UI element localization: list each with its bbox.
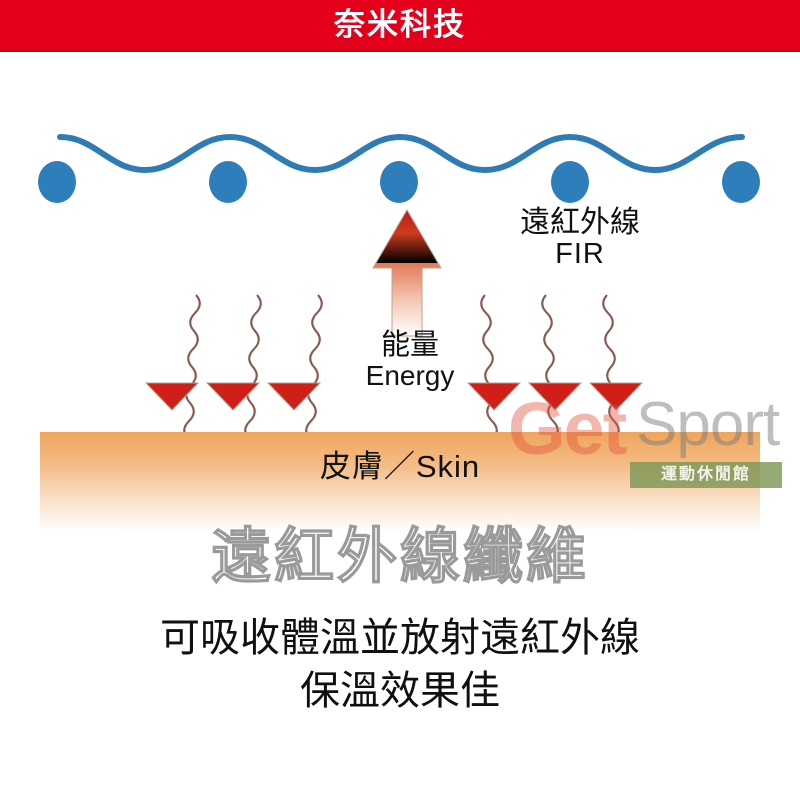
description-line-2: 保溫效果佳: [300, 668, 500, 713]
fiber-dot: [380, 161, 418, 203]
ray-right-heads: [466, 382, 644, 411]
outline-headline: 遠紅外線纖維: [210, 523, 589, 590]
banner-title: 奈米科技: [334, 7, 466, 42]
fir-label-zh: 遠紅外線: [520, 206, 640, 239]
fir-label-en: FIR: [555, 238, 605, 271]
energy-label: 能量 Energy: [335, 329, 485, 392]
ray-wave: [541, 294, 559, 440]
fir-label: 遠紅外線 FIR: [470, 206, 690, 271]
ray-left-heads: [144, 382, 322, 411]
description-line-1: 可吸收體溫並放射遠紅外線: [160, 616, 640, 660]
energy-label-en: Energy: [365, 360, 455, 392]
ray-head-triangle: [144, 382, 200, 411]
ray-wave: [480, 294, 498, 440]
ray-head-triangle: [266, 382, 322, 411]
diagram-graphics: [38, 133, 760, 532]
ray-wave: [183, 294, 201, 440]
diagram-stage: Get Sport 運動休閒館 遠紅外線 FIR 能量 Energy 皮膚／Sk…: [0, 52, 800, 800]
description-block: 可吸收體溫並放射遠紅外線 保溫效果佳: [0, 612, 800, 718]
ray-left-group: [183, 294, 323, 440]
fiber-dot: [38, 161, 76, 203]
energy-label-zh: 能量: [380, 329, 439, 361]
ray-wave: [244, 294, 262, 440]
ray-right-group: [480, 294, 620, 440]
ray-wave: [602, 294, 620, 440]
header-banner: 奈米科技: [0, 0, 800, 52]
fiber-wave: [57, 133, 745, 174]
ray-wave: [305, 294, 323, 440]
ray-head-triangle: [588, 382, 644, 411]
fiber-dot: [551, 161, 589, 203]
energy-arrow: [372, 209, 442, 337]
ray-head-triangle: [205, 382, 261, 411]
skin-label: 皮膚／Skin: [319, 449, 481, 484]
fiber-dot: [722, 161, 760, 203]
fiber-dot: [209, 161, 247, 203]
fiber-dot-group: [38, 161, 760, 203]
ray-head-triangle: [466, 382, 522, 411]
ray-head-triangle: [527, 382, 583, 411]
